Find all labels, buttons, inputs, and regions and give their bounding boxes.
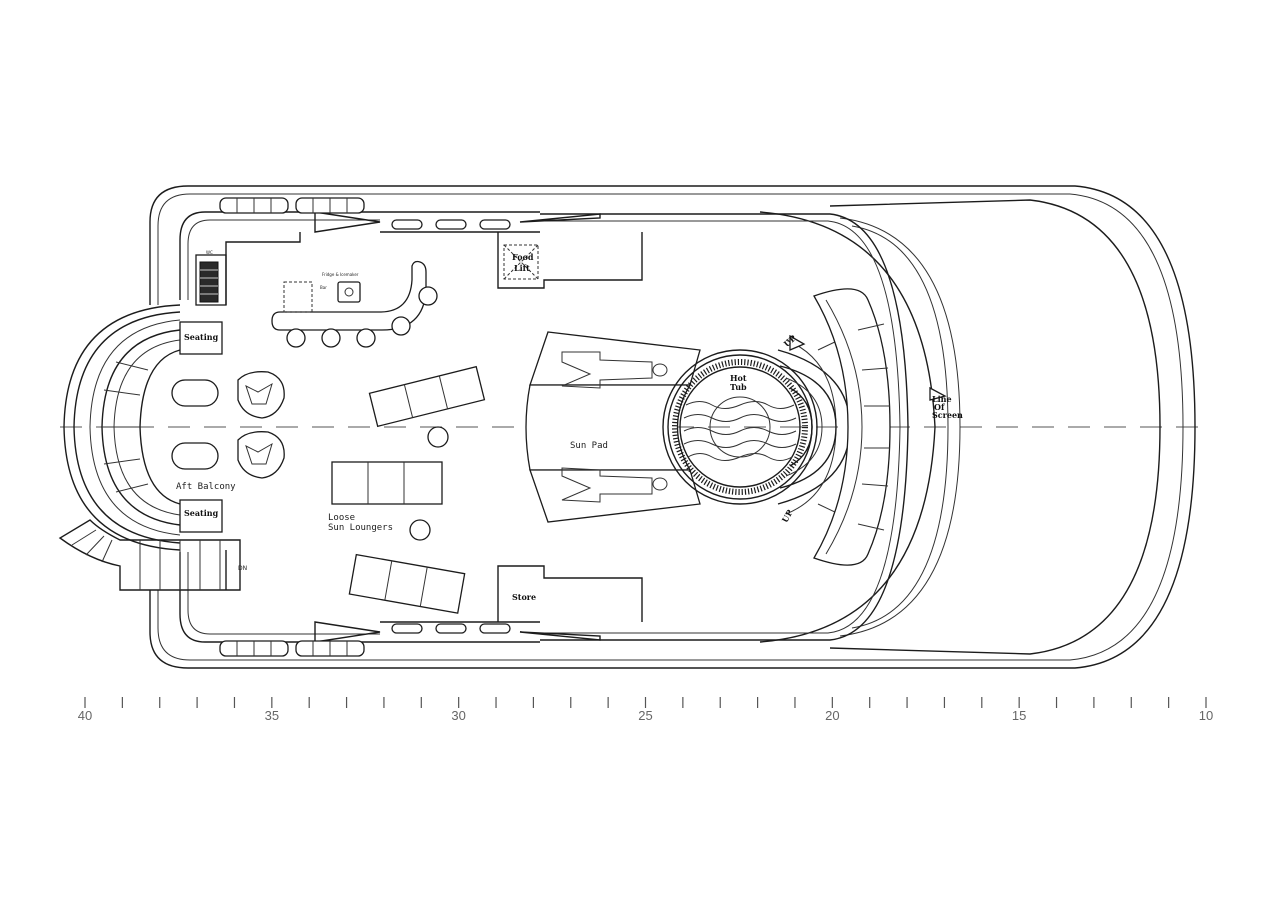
sun-pad [525,331,701,523]
bar [271,260,438,348]
fenders-top [219,197,365,214]
aft-walls [225,232,301,590]
scale-label: 15 [1012,708,1026,723]
hull-outline [149,185,1196,669]
aft-balcony-label: Aft Balcony [176,482,236,492]
fenders-bottom [219,640,365,657]
loungers-label-line1: Loose [328,513,355,523]
scale-label: 35 [265,708,279,723]
sun-loungers [331,365,486,614]
line-of-screen-label-line2: Of [934,402,945,412]
wc-label: WC [206,250,213,255]
portholes [391,219,511,634]
scale-label: 20 [825,708,839,723]
side-rails [179,211,601,643]
hot-tub-label-line1: Hot [730,373,747,383]
food-lift-label-line2: Lift [514,263,530,273]
loungers-label-line2: Sun Loungers [328,523,393,533]
hot-tub-label-line2: Tub [730,382,747,392]
scale-label: 10 [1199,708,1213,723]
scale-bar [84,697,1207,708]
line-of-screen-label-line3: Screen [932,410,963,420]
food-lift-label-line1: Food [512,252,534,262]
bar-label: Bar [320,285,327,290]
aft-balcony [63,304,223,551]
food-lift [497,232,643,289]
store [497,565,643,622]
scale-label: 40 [78,708,92,723]
scale-label: 30 [451,708,465,723]
store-label: Store [512,592,536,602]
seating-bottom-label: Seating [184,508,219,518]
up-label-bottom: UP [780,508,795,524]
seating-top-label: Seating [184,332,219,342]
wc [195,254,227,306]
scale-label: 25 [638,708,652,723]
stair-down [58,519,241,591]
bar-caption-label: Fridge & Icemaker [322,272,359,277]
lounge-chairs [237,371,285,479]
down-stair-label: DN [238,565,247,572]
line-of-screen-label-line1: Line [932,394,952,404]
sun-pad-label: Sun Pad [570,441,608,451]
scale-labels: 40 35 30 25 20 15 10 [78,708,1213,723]
curved-steps [777,288,947,566]
